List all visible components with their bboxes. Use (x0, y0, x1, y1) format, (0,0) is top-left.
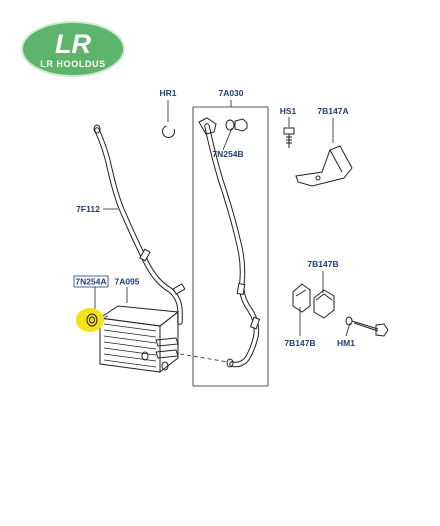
label-hm1: HM1 (337, 338, 355, 348)
label-7f112: 7F112 (76, 204, 100, 214)
leader-lines (94, 100, 351, 363)
clip-7b147b-left (292, 283, 311, 313)
label-hs1: HS1 (280, 106, 297, 116)
label-7n254b: 7N254B (212, 149, 243, 159)
bracket-7b147a (295, 145, 353, 187)
lr-hooldus-logo: LR LR HOOLDUS (21, 21, 125, 77)
seal-7n254a-highlight (76, 308, 104, 332)
logo-brand-text: LR (55, 29, 91, 59)
hr1-clip (162, 125, 175, 138)
clip-7b147b-right (313, 289, 335, 319)
o-ring-7n254b (225, 118, 248, 132)
label-7b147b-bottom: 7B147B (284, 338, 315, 348)
label-hr1: HR1 (159, 88, 176, 98)
pipe-7f112 (93, 124, 186, 325)
pipe-7a030 (198, 117, 261, 368)
label-7n254a-box (73, 275, 109, 288)
label-7n254a[interactable]: 7N254A (75, 277, 106, 287)
label-7a030: 7A030 (218, 88, 243, 98)
logo-tagline-text: LR HOOLDUS (40, 59, 106, 69)
label-7b147a: 7B147A (317, 106, 348, 116)
bolt-hm1 (345, 316, 389, 337)
oil-cooler-7a095 (98, 305, 180, 374)
bolt-hs1 (283, 127, 295, 148)
assembly-frame-7a030 (192, 100, 269, 387)
label-7b147b-top: 7B147B (307, 259, 338, 269)
label-7a095: 7A095 (114, 277, 139, 287)
